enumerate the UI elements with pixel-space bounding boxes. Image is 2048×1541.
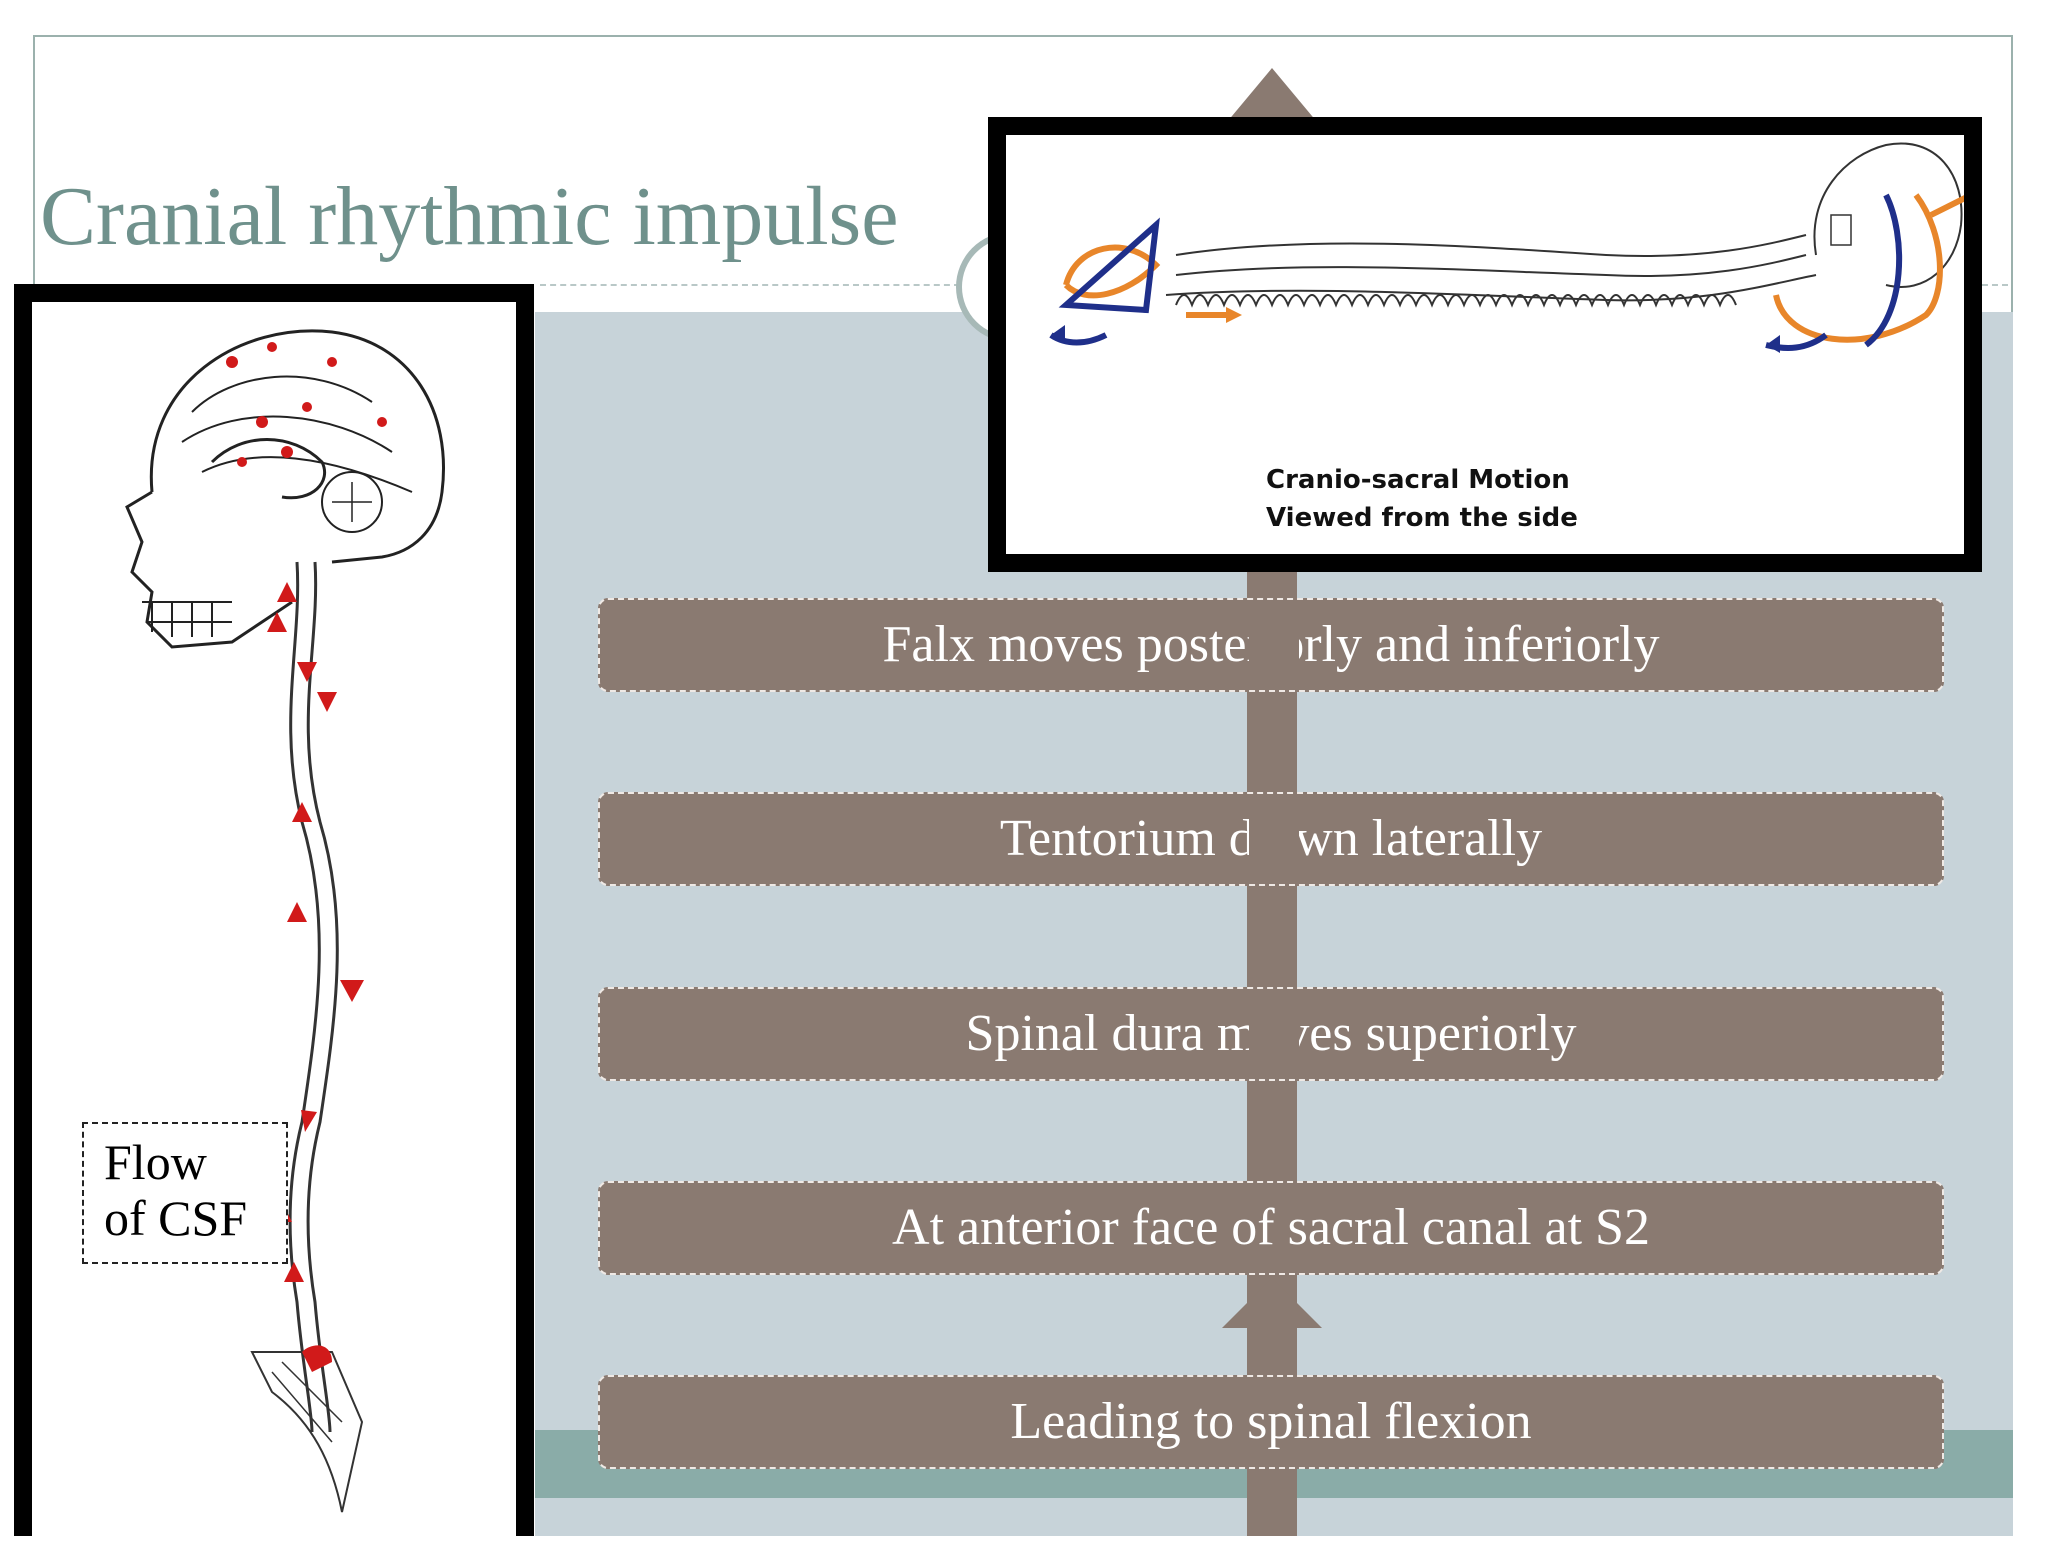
- inset-caption-line2: Viewed from the side: [1266, 503, 1578, 533]
- step-text-5: Leading to spinal flexion: [1010, 1393, 1532, 1450]
- cranio-sacral-illustration: [1049, 142, 1978, 353]
- upward-arrow-head-secondary: [1222, 1278, 1322, 1328]
- cranio-sacral-motion-figure: Cranio-sacral Motion Viewed from the sid…: [988, 117, 1982, 572]
- step-box-3: Spinal dura moves superiorly: [598, 987, 1944, 1081]
- csf-flow-figure: Flow of CSF: [14, 284, 534, 1536]
- step-box-1: Falx moves posteriorly and inferiorly: [598, 598, 1944, 692]
- arrow-overlap: [1249, 794, 1299, 884]
- inset-caption: Cranio-sacral Motion Viewed from the sid…: [1266, 461, 1578, 537]
- flow-label-line2: of CSF: [104, 1190, 248, 1246]
- flow-label-line1: Flow: [104, 1134, 207, 1190]
- step-text-4: At anterior face of sacral canal at S2: [892, 1199, 1650, 1256]
- step-box-4: At anterior face of sacral canal at S2: [598, 1181, 1944, 1275]
- inset-caption-line1: Cranio-sacral Motion: [1266, 465, 1570, 495]
- flow-of-csf-label: Flow of CSF: [82, 1122, 288, 1264]
- arrow-overlap: [1249, 600, 1299, 690]
- slide-title: Cranial rhythmic impulse: [40, 170, 899, 263]
- title-divider: [540, 284, 960, 286]
- step-box-5: Leading to spinal flexion: [598, 1375, 1944, 1469]
- arrow-overlap: [1249, 989, 1299, 1079]
- step-box-2: Tentorium drawn laterally: [598, 792, 1944, 886]
- skull-spine-illustration: [125, 329, 445, 1513]
